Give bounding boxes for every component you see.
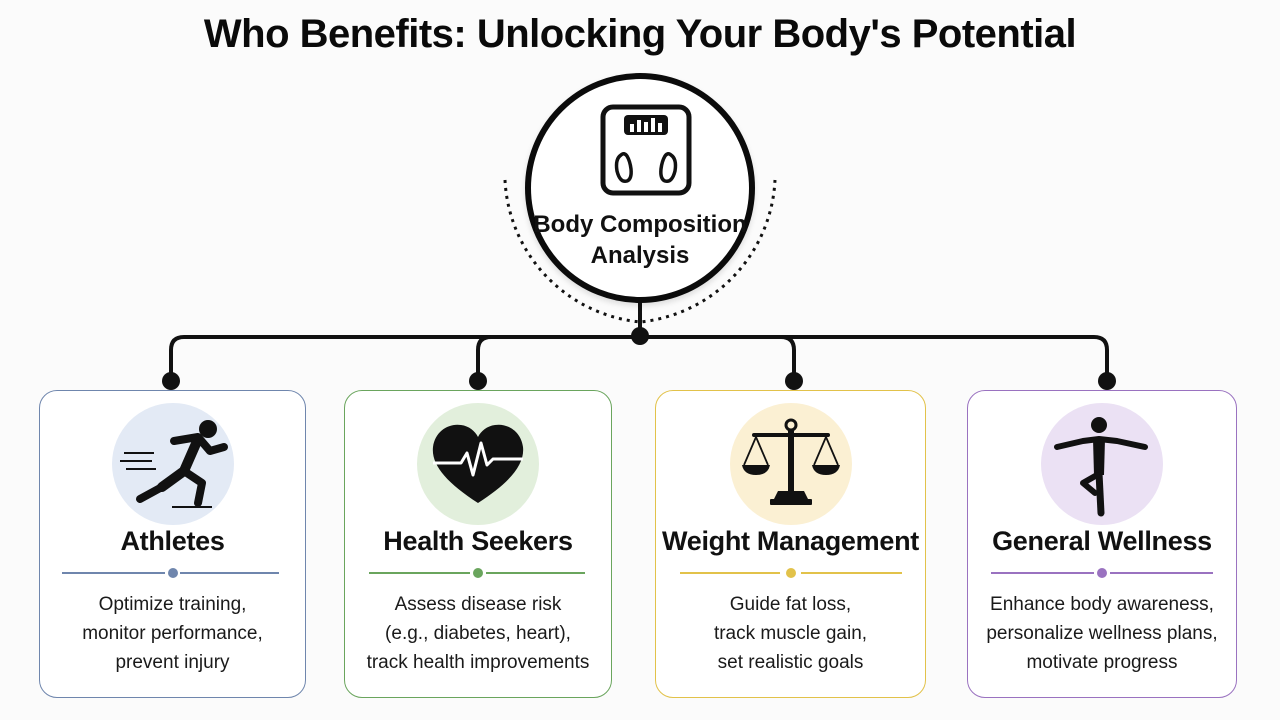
desc-line: Optimize training, — [98, 594, 247, 615]
divider-line-left — [62, 572, 165, 574]
divider-line-right — [801, 572, 902, 574]
hub-label-line2: Analysis — [590, 242, 690, 269]
card-desc-health-seekers: Assess disease risk (e.g., diabetes, hea… — [345, 590, 611, 677]
desc-line: motivate progress — [1026, 652, 1178, 673]
card-divider — [40, 567, 305, 579]
desc-line: Enhance body awareness, — [990, 594, 1214, 615]
branch-node-weight — [785, 372, 803, 390]
desc-line: personalize wellness plans, — [986, 623, 1218, 644]
card-desc-general-wellness: Enhance body awareness, personalize well… — [968, 590, 1236, 677]
desc-line: (e.g., diabetes, heart), — [385, 623, 571, 644]
health-icon-badge — [417, 403, 539, 525]
desc-line: track health improvements — [366, 652, 590, 673]
runner-icon — [119, 420, 228, 508]
page-title: Who Benefits: Unlocking Your Body's Pote… — [203, 12, 1077, 56]
branch-node-wellness — [1098, 372, 1116, 390]
divider-dot — [473, 568, 483, 578]
card-desc-weight-management: Guide fat loss, track muscle gain, set r… — [656, 590, 925, 677]
card-divider — [968, 567, 1236, 579]
divider-line-left — [680, 572, 780, 574]
desc-line: prevent injury — [115, 652, 230, 673]
card-title-health-seekers: Health Seekers — [383, 526, 573, 556]
divider-line-left — [369, 572, 470, 574]
card-weight-management: Weight Management Guide fat loss, track … — [655, 390, 926, 698]
heartbeat-icon — [432, 424, 524, 503]
branch-node-athletes — [162, 372, 180, 390]
balance-scale-icon — [741, 418, 840, 505]
hub-circle: Body Composition Analysis — [525, 73, 755, 303]
desc-line: set realistic goals — [717, 652, 864, 673]
card-health-seekers: Health Seekers Assess disease risk (e.g.… — [344, 390, 612, 698]
divider-line-right — [486, 572, 585, 574]
divider-line-left — [991, 572, 1094, 574]
card-title-general-wellness: General Wellness — [992, 526, 1212, 556]
desc-line: track muscle gain, — [713, 623, 868, 644]
body-composition-scale-icon — [600, 104, 692, 196]
wellness-icon-badge — [1041, 403, 1163, 525]
hub-label: Body Composition Analysis — [531, 209, 749, 271]
desc-line: monitor performance, — [82, 623, 263, 644]
card-general-wellness: General Wellness Enhance body awareness,… — [967, 390, 1237, 698]
card-desc-athletes: Optimize training, monitor performance, … — [40, 590, 305, 677]
branch-weight — [780, 335, 796, 381]
yoga-pose-icon — [1054, 417, 1148, 517]
athletes-icon-badge — [111, 403, 234, 525]
branch-health — [476, 335, 492, 381]
hub-label-line1: Body Composition — [533, 211, 747, 238]
card-divider — [345, 567, 611, 579]
card-title-athletes: Athletes — [120, 526, 225, 556]
divider-dot — [1097, 568, 1107, 578]
desc-line: Assess disease risk — [394, 594, 562, 615]
card-divider — [656, 567, 925, 579]
divider-dot — [785, 568, 796, 578]
card-title-weight-management: Weight Management — [662, 526, 919, 556]
divider-line-right — [180, 572, 279, 574]
divider-line-right — [1110, 572, 1213, 574]
branch-node-health — [469, 372, 487, 390]
desc-line: Guide fat loss, — [729, 594, 852, 615]
divider-dot — [167, 568, 178, 578]
card-athletes: Athletes Optimize training, monitor perf… — [39, 390, 306, 698]
hub-junction-dot — [631, 327, 649, 345]
weight-icon-badge — [729, 403, 852, 525]
